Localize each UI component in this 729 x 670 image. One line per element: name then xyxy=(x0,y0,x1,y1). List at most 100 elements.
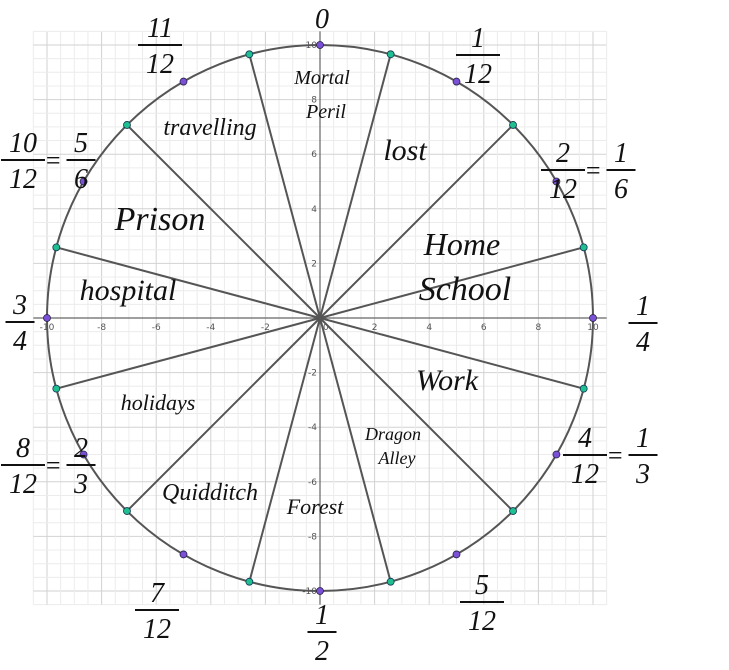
fraction-label: 0 xyxy=(315,4,329,35)
boundary-point xyxy=(579,384,588,393)
y-tick-label: -4 xyxy=(308,423,317,433)
boundary-point xyxy=(123,507,131,515)
x-tick-label: 8 xyxy=(536,323,542,333)
fraction-label: 712 xyxy=(135,578,179,645)
fraction-text: 0 xyxy=(315,4,329,35)
equivalent-fraction-numerator: 1 xyxy=(614,138,628,169)
y-tick-label: 6 xyxy=(311,150,317,160)
fraction-label: 12 xyxy=(307,600,337,667)
label-point xyxy=(79,450,88,459)
y-tick-label: -10 xyxy=(302,587,317,597)
sector-boundary xyxy=(319,246,584,319)
label-point xyxy=(452,77,461,86)
boundary-point xyxy=(579,243,588,252)
sector-label: Home xyxy=(423,226,500,262)
x-tick-label: -4 xyxy=(206,323,215,333)
fraction-denominator: 12 xyxy=(464,59,492,90)
fraction-numerator: 5 xyxy=(475,570,489,601)
sector-label: Work xyxy=(416,364,479,397)
x-tick-label: 0 xyxy=(323,323,329,333)
boundary-point xyxy=(509,507,517,515)
label-point xyxy=(452,550,461,559)
label-point xyxy=(43,314,51,322)
sector-boundary xyxy=(126,317,321,512)
x-tick-label: 2 xyxy=(372,323,378,333)
sector-boundary xyxy=(56,246,321,319)
label-point xyxy=(179,77,188,86)
sector-label-line: Alley xyxy=(378,448,416,468)
fraction-denominator: 12 xyxy=(9,164,37,195)
boundary-point xyxy=(386,577,395,586)
boundary-point xyxy=(509,121,517,129)
y-tick-label: -8 xyxy=(308,532,317,542)
equivalent-fraction-numerator: 1 xyxy=(636,423,650,454)
y-tick-label: 4 xyxy=(311,205,317,215)
fraction-numerator: 11 xyxy=(147,13,173,44)
sector-boundary xyxy=(319,54,392,319)
fraction-numerator: 4 xyxy=(578,423,592,454)
fraction-label: 14 xyxy=(628,291,658,358)
fraction-numerator: 1 xyxy=(636,291,650,322)
boundary-point xyxy=(52,243,61,252)
equivalent-fraction-denominator: 6 xyxy=(614,174,628,205)
equivalent-fraction-numerator: 2 xyxy=(74,433,88,464)
equivalent-fraction-denominator: 3 xyxy=(73,469,88,500)
sector-boundary xyxy=(319,124,514,319)
boundary-point xyxy=(123,121,131,129)
y-tick-label: -2 xyxy=(308,369,317,379)
y-tick-label: 2 xyxy=(311,259,317,269)
fraction-label: 212=16 xyxy=(541,138,636,205)
sector-label: Prison xyxy=(114,201,206,238)
fraction-denominator: 12 xyxy=(571,459,599,490)
x-tick-label: -2 xyxy=(261,323,270,333)
boundary-point xyxy=(245,577,254,586)
boundary-point xyxy=(245,50,254,59)
y-tick-label: 8 xyxy=(311,96,317,106)
boundary-point xyxy=(386,50,395,59)
equals-sign: = xyxy=(606,441,624,470)
label-point xyxy=(316,587,324,595)
sector-label: holidays xyxy=(121,390,196,415)
fraction-label: 512 xyxy=(460,570,504,637)
label-point xyxy=(552,450,561,459)
fraction-denominator: 4 xyxy=(13,326,27,357)
fraction-label: 34 xyxy=(5,290,35,357)
sector-label: School xyxy=(419,271,512,308)
sector-boundary xyxy=(56,317,321,390)
label-point xyxy=(79,177,88,186)
sector-label: hospital xyxy=(80,274,177,307)
sector-boundary xyxy=(126,124,321,319)
fraction-denominator: 12 xyxy=(146,49,174,80)
sector-label: Forest xyxy=(286,494,345,519)
sector-boundary xyxy=(319,317,584,390)
fraction-numerator: 1 xyxy=(471,23,485,54)
sector-boundary xyxy=(319,317,514,512)
label-point xyxy=(589,314,597,322)
sector-boundary xyxy=(319,317,392,582)
fraction-label: 412=13 xyxy=(563,423,658,490)
boundary-point xyxy=(52,384,61,393)
fraction-numerator: 3 xyxy=(12,290,27,321)
fraction-denominator: 12 xyxy=(549,174,577,205)
fraction-numerator: 8 xyxy=(16,433,30,464)
fraction-numerator: 1 xyxy=(315,600,329,631)
fraction-label: 8 12= 2 3 xyxy=(1,433,96,500)
label-point xyxy=(552,177,561,186)
equivalent-fraction-numerator: 5 xyxy=(74,128,88,159)
sector-label: travelling xyxy=(163,115,256,141)
equivalent-fraction-denominator: 6 xyxy=(74,164,88,195)
sector-label-line: Mortal xyxy=(293,67,350,89)
fraction-denominator: 12 xyxy=(468,606,496,637)
equals-sign: = xyxy=(44,146,62,175)
fraction-denominator: 12 xyxy=(143,614,171,645)
fraction-denominator: 12 xyxy=(9,469,37,500)
sector-label: Quidditch xyxy=(162,480,258,506)
sector-label-line: Peril xyxy=(305,101,346,123)
equals-sign: = xyxy=(44,451,62,480)
y-tick-label: -6 xyxy=(308,478,317,488)
label-point xyxy=(316,41,324,49)
x-tick-label: -6 xyxy=(152,323,161,333)
